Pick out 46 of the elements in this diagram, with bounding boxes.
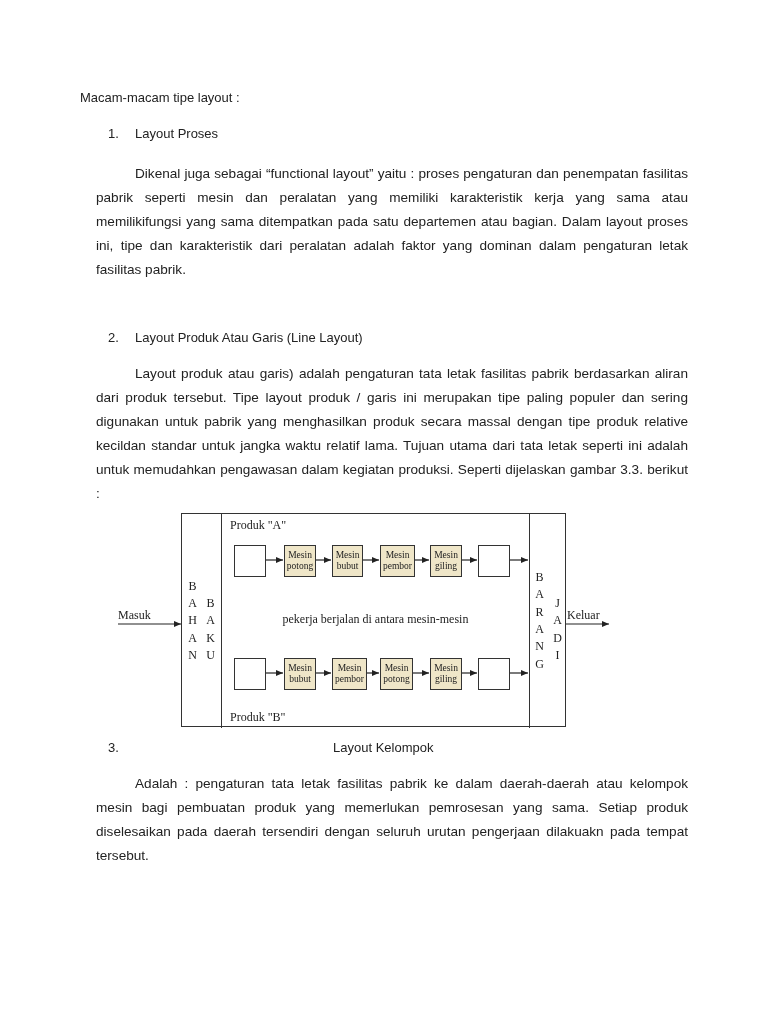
paragraph: Layout produk atau garis) adalah pengaturan tata letak fasilitas pabrik berdasarkan aliran dari produk tersebut. Tipe layout produk / garis ini merupakan tipe paling populer dan sering digunakan untuk pabrik yang menghasilkan produk secara massal dengan tipe produk relative kecildan standar untuk jangka waktu relatif lama. Tujuan utama dari tata letak seperti ini adalah untuk memudahkan pengawasan dalam kegiatan produksi. Seperti dijelaskan gambar 3.3. berikut : [96,365,688,503]
arrow [314,557,332,563]
flow-label: Keluar [567,606,609,624]
area-label: pekerja berjalan di antara mesin-mesin [281,612,470,626]
arrow [565,621,610,627]
section-heading: Layout Produk Atau Garis (Line Layout) [135,329,363,347]
arrow [460,670,478,676]
layout-frame [181,513,566,727]
empty-box [478,545,510,577]
machine-box: Mesin giling [430,658,462,690]
machine-box: Mesin potong [380,658,413,690]
flow-label: Masuk [118,606,173,624]
section-heading: Layout Proses [135,125,219,143]
machine-box: Mesin pembor [380,545,415,577]
arrow [508,670,529,676]
machine-box: Mesin giling [430,545,462,577]
arrow [361,557,380,563]
list-number: 3. [108,739,119,757]
machine-box: Mesin bubut [284,658,316,690]
machine-box: Mesin bubut [332,545,363,577]
arrow [314,670,332,676]
arrow [117,621,182,627]
list-number: 2. [108,329,119,347]
vertical-text: BAHAN [187,577,198,665]
list-number: 1. [108,125,119,143]
vertical-text: BAKU [205,594,216,664]
arrow [365,670,380,676]
arrow [264,557,284,563]
empty-box [478,658,510,690]
vertical-text: JADI [552,594,563,664]
empty-box [234,658,266,690]
area-label: Produk "A" [230,518,287,532]
area-label: Produk "B" [230,710,286,724]
page-title: Macam-macam tipe layout : [80,89,240,107]
arrow [460,557,478,563]
paragraph: Adalah : pengaturan tata letak fasilitas pabrik ke dalam daerah-daerah atau kelompok mesin bagi pembuatan produk yang memerlukan pemrosesan yang sama. Setiap produk diselesaikan pada daerah tersendiri dengan seluruh urutan pengerjaan dilakuakn pada tempat tersebut. [96,775,688,865]
paragraph: Dikenal juga sebagai “functional layout” yaitu : proses pengaturan dan penempatan fasilitas pabrik seperti mesin dan peralatan yang memiliki karakteristik kerja yang sama atau memilikifungsi yang sama ditempatkan pada satu departemen atau bagian. Dalam layout proses ini, tipe dan karakteristik dari peralatan adalah faktor yang dominan dalam pengaturan letak fasilitas pabrik. [96,165,688,279]
arrow [411,670,430,676]
machine-box: Mesin potong [284,545,316,577]
arrow [264,670,284,676]
arrow [413,557,430,563]
arrow [508,557,529,563]
empty-box [234,545,266,577]
machine-box: Mesin pembor [332,658,367,690]
section-heading: Layout Kelompok [333,739,434,757]
vertical-text: BARANG [534,568,545,673]
